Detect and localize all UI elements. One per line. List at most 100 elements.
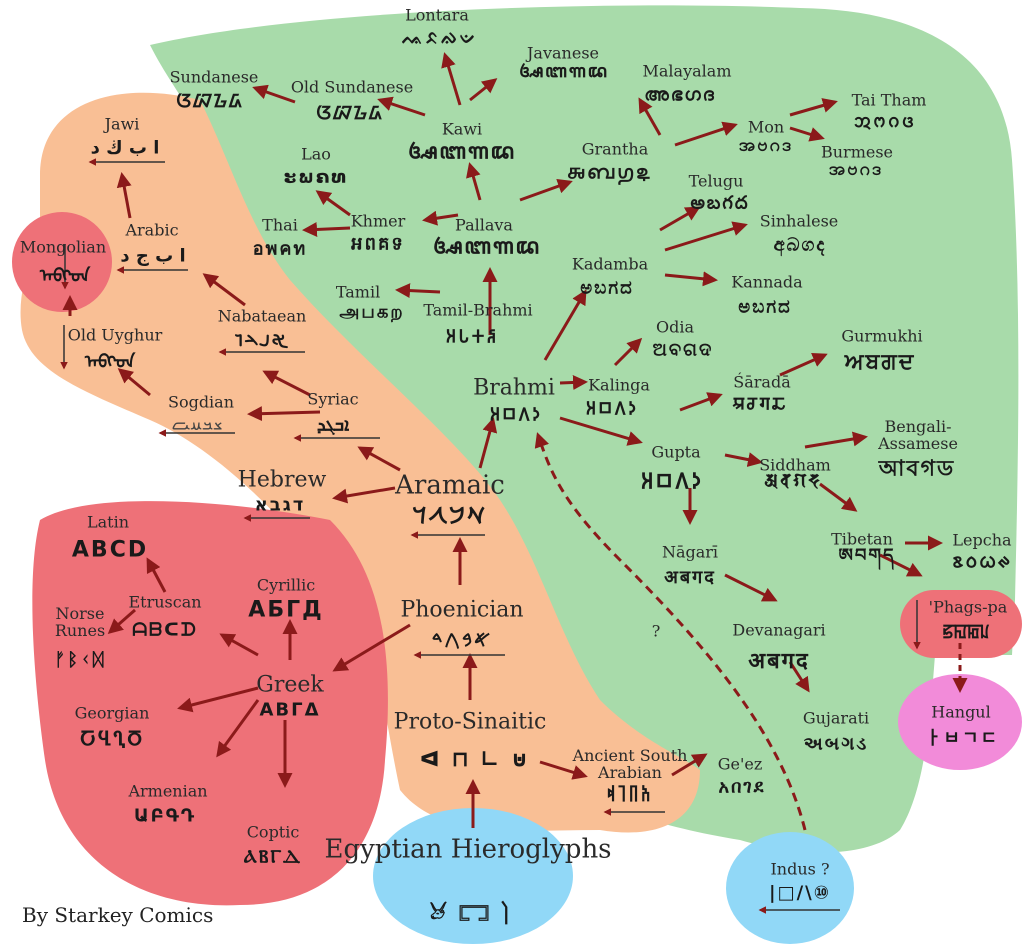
khmer-label: Khmer xyxy=(350,211,406,231)
sinhalese-glyphs: අබගද xyxy=(773,234,827,256)
tamil-brahmi-glyphs: 𑀅𑀧𑀓𑀶 xyxy=(445,326,499,348)
hangul-label: Hangul xyxy=(931,702,991,722)
gujarati-label: Gujarati xyxy=(802,708,870,728)
old-uyghur-label: Old Uyghur xyxy=(67,325,163,345)
mon-glyphs: အဗဂဒ xyxy=(738,134,794,156)
coptic-glyphs: ⲀⲂⲄⲆ xyxy=(243,846,303,868)
greek-region xyxy=(32,501,388,906)
uncertain-mark: ? xyxy=(651,621,661,641)
mongolian-label: Mongolian xyxy=(19,237,107,257)
lao-glyphs: ະພຄທ xyxy=(283,166,349,188)
jawi-glyphs: ا ب ڬ د xyxy=(90,137,160,159)
tibetan-label: Tibetan xyxy=(831,529,893,549)
armenian-glyphs: ԱԲԳԴ xyxy=(133,805,197,827)
kawi-label: Kawi xyxy=(441,119,483,139)
odia-label: Odia xyxy=(655,317,695,337)
phoenician-glyphs: 𐤀𐤁𐤂𐤃 xyxy=(431,627,493,653)
south-arabian-label: Ancient South Arabian xyxy=(572,746,688,782)
tamil-glyphs: அபகற xyxy=(339,301,405,323)
kadamba-glyphs: ಅಬಗದ xyxy=(580,277,634,299)
tibetan-glyphs: ཨབགད xyxy=(838,545,896,566)
latin-glyphs: ABCD xyxy=(71,537,149,563)
gujarati-glyphs: અબગડ xyxy=(803,733,869,755)
old-sundanese-glyphs: ᮃᮘᮌᮓ xyxy=(315,103,385,124)
devanagari-glyphs: अबगद xyxy=(748,649,810,674)
lontara-label: Lontara xyxy=(405,5,469,25)
gurmukhi-label: Gurmukhi xyxy=(841,326,923,346)
tamil-label: Tamil xyxy=(335,282,381,302)
pallava-glyphs: ꦄꦧꦒꦢ xyxy=(432,234,542,260)
siddham-label: Siddham xyxy=(759,455,831,475)
aramaic-label: Aramaic xyxy=(395,470,505,501)
bengali-label: Bengali-Assamese xyxy=(878,417,958,453)
syriac-glyphs: ܐܒܓܕ xyxy=(316,414,350,436)
old-uyghur-glyphs: ᠠᠪᠭᠳ xyxy=(84,351,136,373)
sogdian-label: Sogdian xyxy=(167,392,235,412)
norse-glyphs: ᚠᛒᚲᛞ xyxy=(54,649,106,671)
devanagari-label: Devanagari xyxy=(732,620,826,640)
descent-arrows xyxy=(62,52,943,828)
coptic-label: Coptic xyxy=(246,822,300,842)
sinhalese-label: Sinhalese xyxy=(759,211,839,231)
sundanese-glyphs: ᮃᮘᮌᮓ xyxy=(175,91,245,112)
mongolian-glyphs: ᠠᠪᠭᠳ xyxy=(39,265,91,287)
direction-arrows xyxy=(60,158,921,914)
mon-label: Mon xyxy=(747,117,785,137)
aramaic-glyphs: 𐡀𐡁𐡂𐡃 xyxy=(412,504,488,529)
egyptian-label: Egyptian Hieroglyphs xyxy=(324,834,612,865)
georgian-glyphs: ႠႡႢႣ xyxy=(79,729,145,751)
south-arabian-glyphs: 𐩱𐩨𐩴𐩵 xyxy=(607,785,653,806)
phagspa-glyphs: ꡝꡎꡂꡊ xyxy=(942,621,990,642)
tamil-brahmi-label: Tamil-Brahmi xyxy=(423,300,533,320)
phagspa-pill xyxy=(900,590,1022,658)
armenian-label: Armenian xyxy=(128,781,208,801)
mongolian-circle xyxy=(12,212,112,312)
old-sundanese-label: Old Sundanese xyxy=(290,77,414,97)
hangul-ellipse xyxy=(898,674,1022,770)
burmese-label: Burmese xyxy=(820,142,894,162)
malayalam-glyphs: അഭഗദ xyxy=(644,84,716,106)
odia-glyphs: ଅବଗଦ xyxy=(652,339,714,361)
geez-glyphs: አበገደ xyxy=(718,776,766,798)
indus-glyphs: |□/\⑩ xyxy=(769,882,831,904)
proto-sinaitic-label: Proto-Sinaitic xyxy=(393,709,547,735)
khmer-glyphs: អពគទ xyxy=(351,233,405,255)
geez-label: Ge'ez xyxy=(717,754,763,774)
javanese-label: Javanese xyxy=(527,43,599,63)
nagari-label: Nāgarī xyxy=(661,542,719,562)
georgian-label: Georgian xyxy=(74,703,150,723)
semitic-region xyxy=(20,92,700,833)
grantha-glyphs: 𑌅𑌬𑌗𑌦 xyxy=(567,162,653,184)
etruscan-label: Etruscan xyxy=(128,592,202,612)
cyrillic-glyphs: АБГД xyxy=(248,597,324,623)
greek-label: Greek xyxy=(256,672,324,698)
sarada-glyphs: 𑆃𑆧𑆓𑆢 xyxy=(733,393,787,415)
cyrillic-label: Cyrillic xyxy=(256,575,316,595)
grantha-label: Grantha xyxy=(581,139,649,159)
hebrew-label: Hebrew xyxy=(237,467,327,493)
lao-label: Lao xyxy=(301,144,331,164)
phagspa-label: 'Phags-pa xyxy=(928,597,1008,617)
lepcha-label: Lepcha xyxy=(952,530,1012,550)
gurmukhi-glyphs: ਅਬਗਦ xyxy=(844,349,916,375)
tai-tham-glyphs: ᩋᨻᨣᨴ xyxy=(853,111,917,132)
nagari-glyphs: अबगद xyxy=(664,567,716,588)
indus-ellipse xyxy=(726,832,854,944)
siddham-glyphs: 𑖀𑖤𑖐𑖟 xyxy=(764,470,822,492)
gupta-glyphs: 𑀅𑀩𑀕𑀤 xyxy=(640,469,704,495)
greek-glyphs: ΑΒΓΔ xyxy=(259,699,321,721)
kalinga-label: Kalinga xyxy=(588,375,650,395)
arabic-glyphs: ا ب ج د xyxy=(120,245,186,267)
telugu-label: Telugu xyxy=(688,171,744,191)
brahmi-label: Brahmi xyxy=(473,375,555,401)
kalinga-glyphs: 𑀅𑀩𑀕𑀤 xyxy=(585,398,639,420)
sarada-label: Śāradā xyxy=(733,372,791,392)
brahmic-region xyxy=(150,5,1019,853)
lepcha-glyphs: ᰣᰓᰃᰊ xyxy=(952,551,1012,573)
arabic-label: Arabic xyxy=(125,220,179,240)
hebrew-glyphs: דגבא xyxy=(254,494,306,516)
jawi-label: Jawi xyxy=(104,114,140,134)
etruscan-glyphs: ᗩᗷᑕᗪ xyxy=(132,619,198,641)
credit-text: By Starkey Comics xyxy=(22,903,214,927)
tai-tham-label: Tai Tham xyxy=(851,90,927,110)
